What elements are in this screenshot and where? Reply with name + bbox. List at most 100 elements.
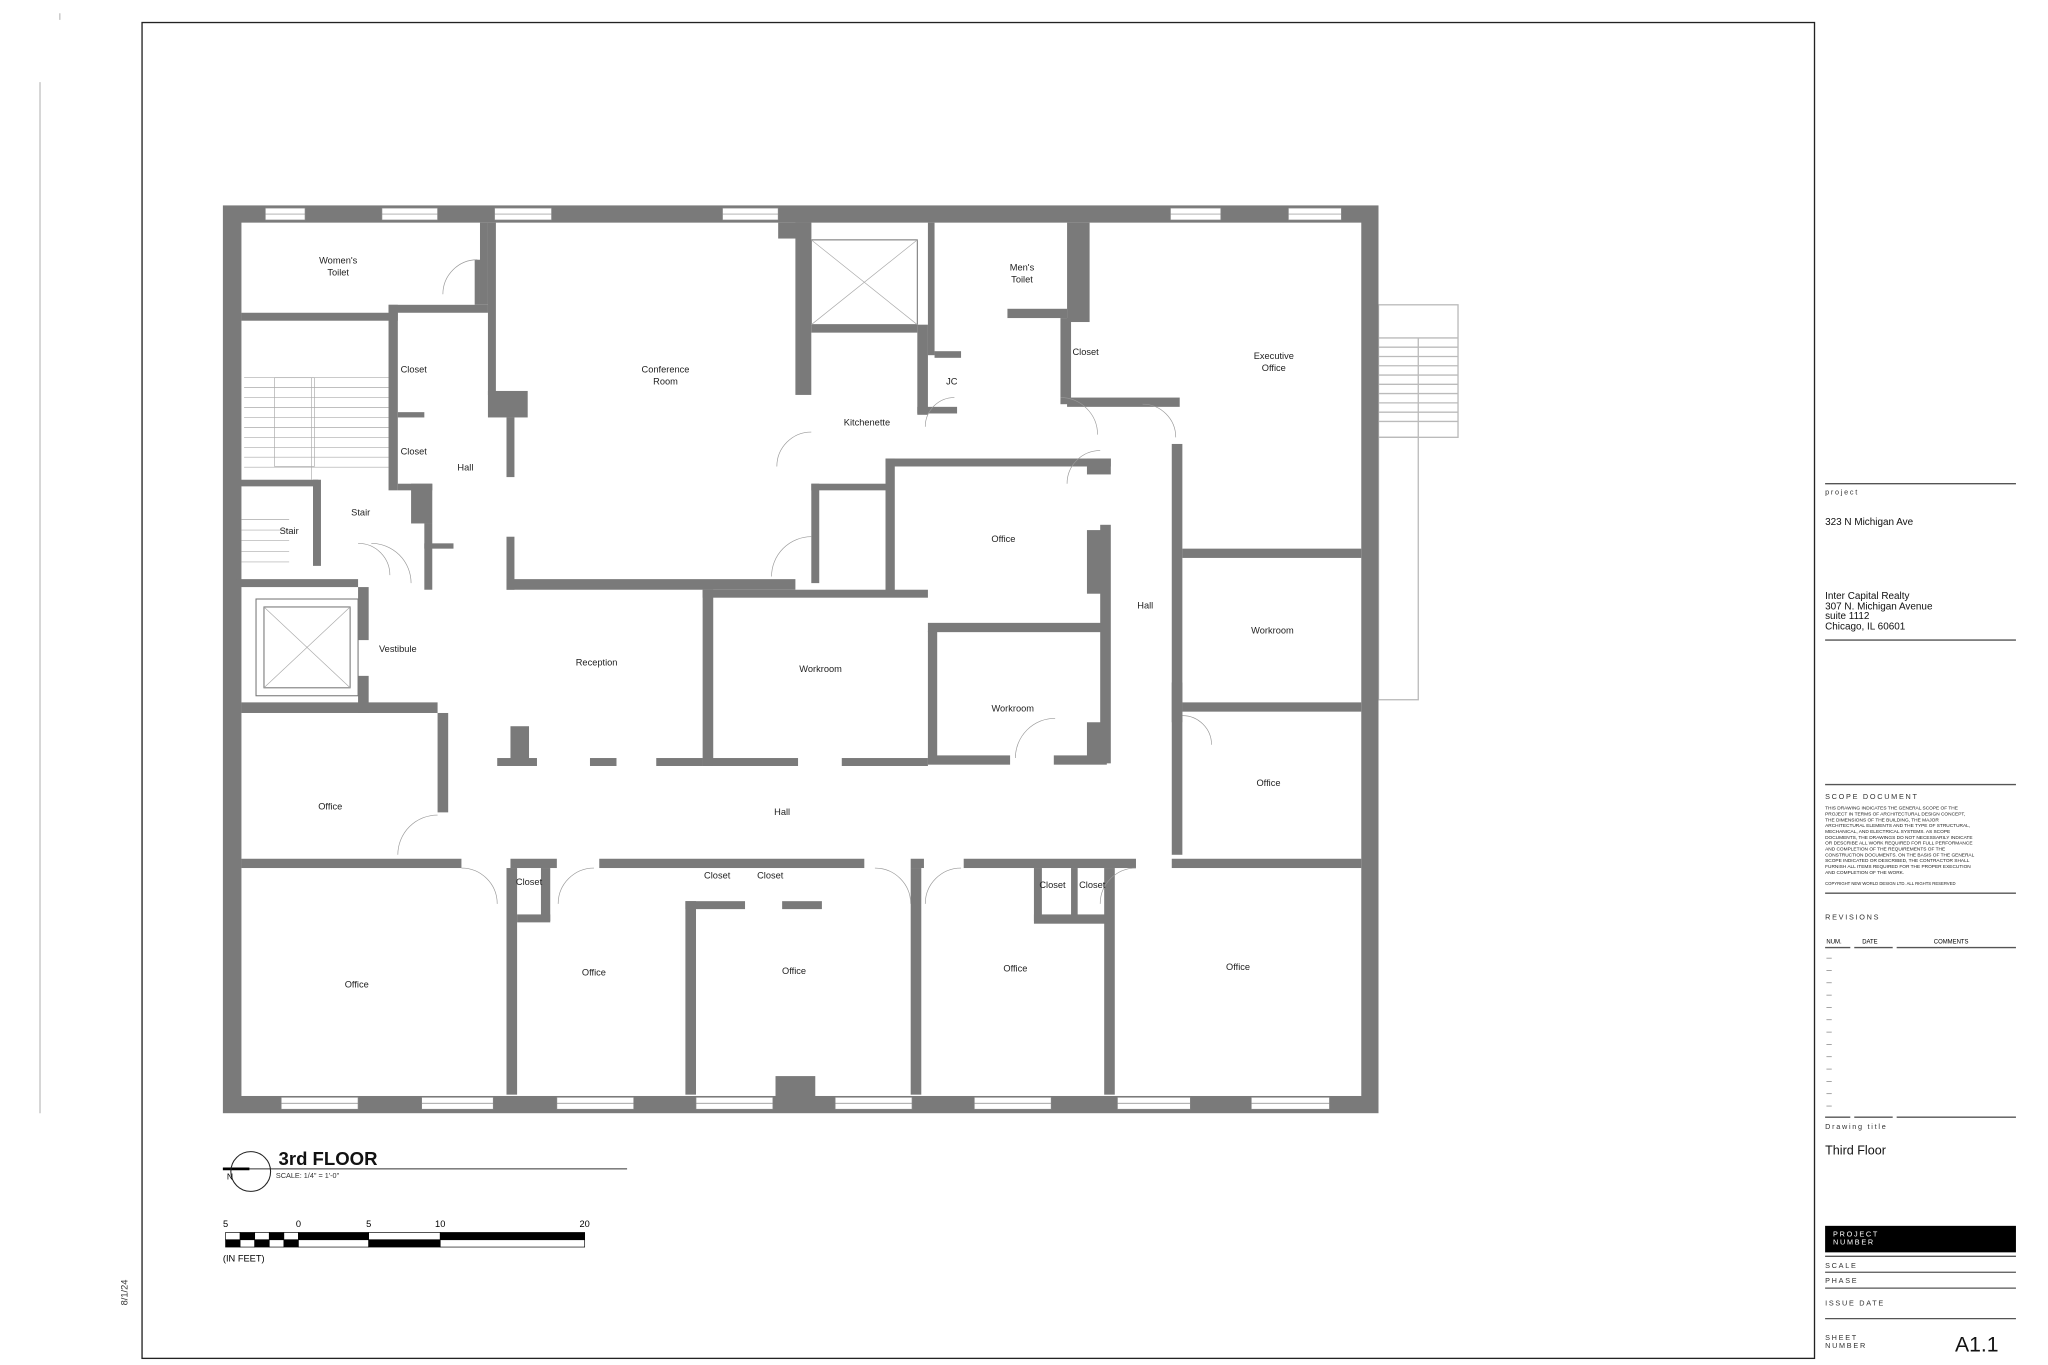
title-block: project 323 N Michigan Ave Inter Capital… [1825,483,2016,1357]
room-office: Office [1003,963,1027,973]
door-swing [557,867,594,904]
wall [506,868,518,1095]
room-workroom: Workroom [991,704,1034,714]
scale-segment [298,1232,369,1241]
wall [782,901,822,910]
door-swing [358,543,391,576]
room-hall: Hall [774,807,790,817]
door-swing [397,814,438,855]
door-swing [874,867,912,904]
door-swing [924,867,962,904]
scope-text-line: THE DIMENSIONS OF THE BUILDING, THE MAJO… [1825,817,1939,823]
wall [811,483,891,491]
scope-text-line: SCOPE INDICATED OR DESCRIBED, THE CONTRA… [1825,858,1970,864]
room-office: Office [1256,778,1280,788]
scale-segment [239,1239,256,1248]
wall [313,479,321,566]
wall [1067,222,1090,323]
client-line: Chicago, IL 60601 [1825,621,1906,632]
room-executive-office: Office [1262,363,1286,373]
wall [1033,868,1042,922]
scope-text-line: THIS DRAWING INDICATES THE GENERAL SCOPE… [1825,806,1958,812]
room-closet: Closet [401,364,428,374]
sheet-border [141,21,1816,1360]
scale-segment [439,1239,586,1248]
scale-tick: 0 [296,1219,301,1229]
wall [599,858,865,869]
room-closet: Closet [401,447,428,457]
wall [510,726,530,761]
wall [917,324,928,415]
door-swing [442,259,478,295]
scope-text-line: MECHANICAL, AND ELECTRICAL SYSTEMS. AS S… [1825,829,1950,835]
wall [424,523,433,590]
door-swing [1015,717,1056,759]
room-womens-toilet: Toilet [327,268,349,278]
sheet-number-label: SHEET [1825,1333,1858,1342]
wall [497,758,537,766]
wall [358,587,369,641]
scale-segment [439,1232,586,1241]
wall [927,622,1107,633]
drawing-title-value: Third Floor [1825,1143,1886,1157]
wall [1071,868,1078,922]
room-reception: Reception [576,657,618,667]
wall [702,589,928,598]
wall [1060,318,1072,405]
copyright-text: COPYRIGHT NEW WORLD DESIGN LTD. ALL RIGH… [1825,881,1955,886]
revision-header-date: DATE [1862,940,1877,946]
room-office: Office [345,979,369,989]
north-arrow-icon [230,1151,272,1192]
wall [236,479,319,487]
wall [910,868,922,1095]
room-stair: Stair [280,526,299,536]
scale-segment [368,1239,441,1248]
room-office: Office [1226,962,1250,972]
wall [927,755,1011,765]
scale-tick: 20 [580,1219,590,1229]
scale-label: SCALE [1825,1261,1857,1270]
project-number-label: PROJECT [1833,1229,1879,1238]
room-closet: Closet [757,871,784,881]
revision-header-comments: COMMENTS [1934,940,1969,946]
doors [358,259,1212,904]
wall [540,868,551,922]
wall [411,483,433,524]
room-stair: Stair [351,508,370,518]
wall [1067,397,1180,407]
wall [487,390,528,418]
wall [388,304,398,491]
wall [241,702,438,713]
drawing-title-label: Drawing title [1825,1122,1887,1131]
north-label: N [227,1171,233,1181]
wall [1182,702,1362,712]
wall [1104,868,1115,1095]
door-swing [924,397,955,427]
room-mens-toilet: Men's [1010,262,1035,272]
wall [702,589,714,766]
elevator-shaft [255,598,359,697]
room-closet: Closet [1072,347,1099,357]
wall [1007,308,1068,319]
wall [1053,755,1107,765]
wall [517,914,551,923]
scope-text-line: FURNISH ALL ITEMS REQUIRED FOR THE PROPE… [1825,864,1971,870]
wall [927,630,938,764]
interior-stair [241,377,389,563]
scale-note: SCALE: 1/4" = 1'-0" [276,1171,340,1180]
wall [885,458,895,592]
door-swing [1060,397,1098,435]
wall [927,222,935,356]
wall [702,758,799,766]
room-office: Office [318,802,342,812]
scale-segment [283,1232,299,1241]
scope-text-line: AND COMPLETION OF THE REQUIREMENTS OF TH… [1825,847,1945,853]
wall [841,758,928,766]
door-swing [1099,867,1136,904]
wall [424,543,454,549]
room-office: Office [582,967,606,977]
scale-tick: 10 [435,1219,445,1229]
wall [510,858,557,869]
scope-text-line: CONSTRUCTION DOCUMENTS. ON THE BASIS OF … [1825,852,1975,858]
room-conference: Room [653,376,678,386]
